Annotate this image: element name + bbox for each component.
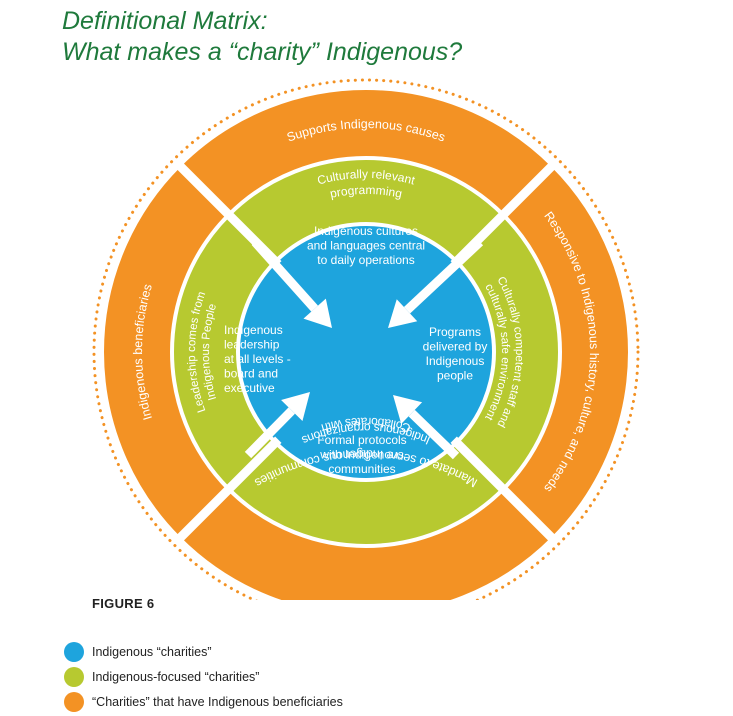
green-ring	[174, 160, 558, 544]
core-label-right-line-1: Programs	[429, 325, 481, 339]
core-label-left-line-1: Indigenous	[224, 323, 283, 337]
diagram-title: Definitional Matrix: What makes a “chari…	[62, 6, 462, 68]
legend-item-blue: Indigenous “charities”	[64, 641, 343, 663]
arrow-shaft-4	[408, 409, 460, 460]
core-label-left-line-5: executive	[224, 381, 275, 395]
legend-swatch-green	[64, 667, 84, 687]
core-label-top-line-1: Indigenous cultures	[314, 224, 418, 238]
middle-label-top-2-path: programming	[329, 183, 404, 201]
core-label-left-line-3: at all levels -	[224, 352, 291, 366]
arrow-head-2	[388, 299, 418, 328]
concentric-rings	[92, 78, 640, 600]
legend-label-green: Indigenous-focused “charities”	[92, 670, 260, 684]
core-label-top-line-2: and languages central	[307, 239, 425, 253]
core-label-top-line-3: to daily operations	[317, 253, 414, 267]
figure-label: FIGURE 6	[92, 596, 155, 611]
arrow-head-4	[393, 395, 423, 424]
title-line-1: Definitional Matrix:	[62, 7, 268, 35]
legend: Indigenous “charities” Indigenous-focuse…	[64, 641, 343, 716]
core-label-left-line-4: board and	[224, 367, 278, 381]
dotted-outer-ring	[92, 78, 640, 600]
core-label-right-line-2: delivered by	[423, 340, 488, 354]
core-label-left-line-2: leadership	[224, 338, 280, 352]
middle-label-top-1: Culturally relevant	[316, 167, 417, 188]
core-label-right-line-3: Indigenous	[426, 354, 485, 368]
middle-label-top-2: programming	[329, 183, 404, 201]
legend-label-orange: “Charities” that have Indigenous benefic…	[92, 695, 343, 709]
middle-label-top-1-path: Culturally relevant	[316, 167, 417, 188]
arrow-shaft-2	[403, 238, 484, 314]
legend-swatch-orange	[64, 692, 84, 712]
center-arrows	[244, 238, 484, 460]
orange-ring	[104, 90, 628, 600]
arrow-head-1	[303, 298, 332, 328]
middle-label-bottom-1: Collaborates with	[320, 415, 413, 436]
core-label-right-line-4: people	[437, 369, 473, 383]
legend-swatch-blue	[64, 642, 84, 662]
arrow-shaft-1	[251, 238, 319, 312]
ring-divider-2	[450, 436, 556, 542]
legend-label-blue: Indigenous “charities”	[92, 645, 212, 659]
legend-item-orange: “Charities” that have Indigenous benefic…	[64, 691, 343, 713]
middle-label-bottom-1-path: Collaborates with	[320, 415, 413, 436]
ring-divider-3	[176, 436, 282, 542]
legend-item-green: Indigenous-focused “charities”	[64, 666, 343, 688]
core-label-bottom-line-2: with Indigenous	[319, 448, 403, 462]
title-line-2: What makes a “charity” Indigenous?	[62, 38, 463, 66]
core-label-bottom-line-3: communities	[328, 462, 395, 476]
arrow-shaft-3	[244, 407, 295, 459]
core-label-bottom-line-1: Formal protocols	[317, 433, 406, 447]
arrow-head-3	[281, 392, 310, 422]
